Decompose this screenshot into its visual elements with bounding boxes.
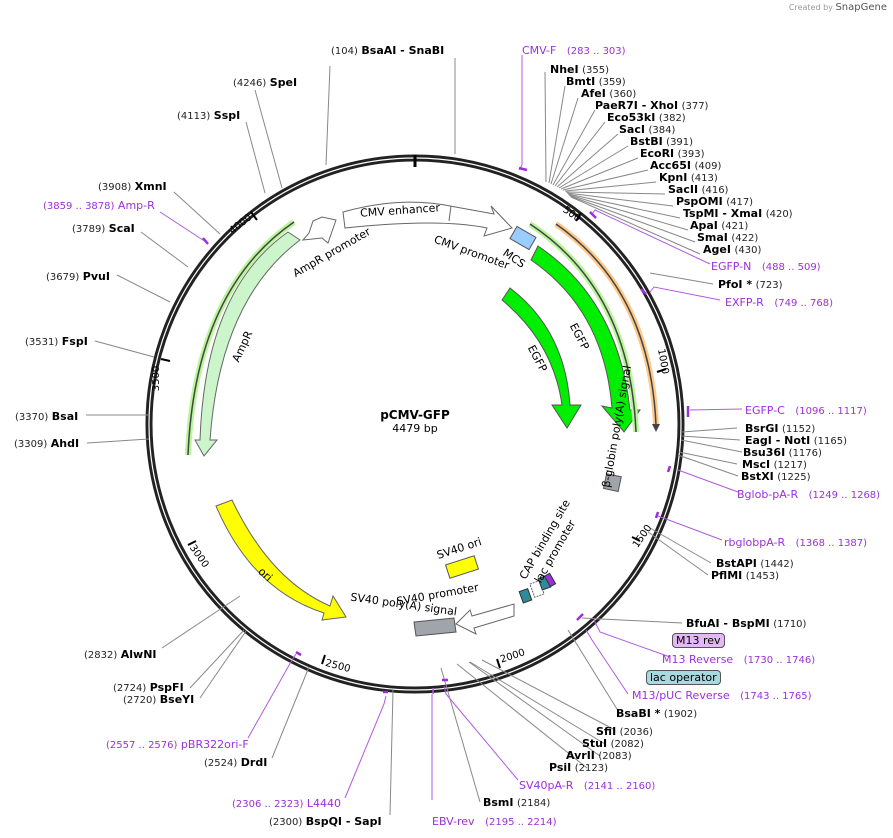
primer-cmv-f[interactable]: CMV-F (283 .. 303) xyxy=(522,44,626,57)
primer-pbr322ori-f[interactable]: (2557 .. 2576) pBR322ori-F xyxy=(106,738,249,751)
site-stui[interactable]: StuI (2082) xyxy=(582,737,644,750)
site-msci[interactable]: MscI (1217) xyxy=(742,458,807,471)
plasmid-name: pCMV-GFP xyxy=(380,408,450,422)
site-bsmi[interactable]: BsmI (2184) xyxy=(483,796,551,809)
ori-feature[interactable] xyxy=(215,499,347,621)
primer-rbglobpa-r[interactable]: rbglobpA-R (1368 .. 1387) xyxy=(724,536,868,549)
mcs-feature[interactable] xyxy=(509,225,537,251)
egfp-feature-outer[interactable] xyxy=(530,245,641,433)
primer-amp-r[interactable]: (3859 .. 3878) Amp-R xyxy=(43,199,155,212)
site-sfii[interactable]: SfiI (2036) xyxy=(596,725,653,738)
site-spei[interactable]: (4246) SpeI xyxy=(233,76,298,89)
primer-egfp-n[interactable]: EGFP-N (488 .. 509) xyxy=(711,260,821,273)
site-pflmi[interactable]: PflMI (1453) xyxy=(711,569,780,582)
site-pfoi[interactable]: PfoI * (723) xyxy=(718,278,783,291)
ampr-promoter-arrow[interactable] xyxy=(301,216,337,244)
site-avrii[interactable]: AvrII (2083) xyxy=(566,749,632,762)
snapgene-credit: Created by SnapGene xyxy=(789,2,887,13)
site-pvui[interactable]: (3679) PvuI xyxy=(46,270,110,283)
site-bstbi[interactable]: BstBI (391) xyxy=(630,135,694,148)
ticks xyxy=(160,211,667,669)
beta-globin-polya-feature[interactable] xyxy=(602,473,622,493)
primer-l4440[interactable]: (2306 .. 2323) L4440 xyxy=(232,797,342,810)
site-agei[interactable]: AgeI (430) xyxy=(703,243,762,256)
primer-egfp-c[interactable]: EGFP-C (1096 .. 1117) xyxy=(745,404,867,417)
site-acc65i[interactable]: Acc65I (409) xyxy=(650,159,722,172)
primer-ebv-rev[interactable]: EBV-rev (2195 .. 2214) xyxy=(432,815,557,828)
site-nhei[interactable]: NheI (355) xyxy=(550,63,609,76)
site-kpni[interactable]: KpnI (413) xyxy=(659,171,718,184)
site-alwni[interactable]: (2832) AlwNI xyxy=(84,648,157,661)
snapgene-logo: SnapGene xyxy=(835,2,887,13)
site-bsaai-snabi[interactable]: (104) BsaAI - SnaBI xyxy=(331,44,445,57)
site-psii[interactable]: PsiI (2123) xyxy=(549,761,609,774)
site-bstapi[interactable]: BstAPI (1442) xyxy=(716,557,794,570)
site-bsu36i[interactable]: Bsu36I (1176) xyxy=(743,446,822,459)
site-bmti[interactable]: BmtI (359) xyxy=(566,75,626,88)
cap-binding-site-feature[interactable] xyxy=(518,588,533,604)
site-drdi[interactable]: (2524) DrdI xyxy=(204,756,268,769)
sv40-promoter-arrow[interactable] xyxy=(455,603,515,635)
sv40-polya-feature[interactable] xyxy=(413,617,457,637)
primer-sv40pa-r[interactable]: SV40pA-R (2141 .. 2160) xyxy=(519,779,656,792)
sv40-ori-feature[interactable] xyxy=(444,555,480,579)
site-ecori[interactable]: EcoRI (393) xyxy=(640,147,705,160)
cmv-arrow[interactable] xyxy=(342,201,513,237)
plasmid-title: pCMV-GFP 4479 bp xyxy=(340,408,490,435)
tick-3500: 3500 xyxy=(151,365,163,392)
site-pspfi[interactable]: (2724) PspFI xyxy=(113,681,184,694)
site-scai[interactable]: (3789) ScaI xyxy=(72,222,135,235)
site-ahdi[interactable]: (3309) AhdI xyxy=(14,437,80,450)
site-xmni[interactable]: (3908) XmnI xyxy=(98,180,167,193)
site-eco53ki[interactable]: Eco53kI (382) xyxy=(607,111,686,124)
site-smai[interactable]: SmaI (422) xyxy=(697,231,759,244)
site-eagi-noti[interactable]: EagI - NotI (1165) xyxy=(745,434,848,447)
m13-rev-tag[interactable]: M13 rev xyxy=(672,633,725,648)
site-bspqi-sapi[interactable]: (2300) BspQI - SapI xyxy=(269,815,382,828)
site-bsai[interactable]: (3370) BsaI xyxy=(15,410,79,423)
site-bsrgi[interactable]: BsrGI (1152) xyxy=(745,422,816,435)
site-afei[interactable]: AfeI (360) xyxy=(581,87,637,100)
site-sspi[interactable]: (4113) SspI xyxy=(177,109,241,122)
site-tspmi-xmai[interactable]: TspMI - XmaI (420) xyxy=(683,207,793,220)
site-fspi[interactable]: (3531) FspI xyxy=(25,335,88,348)
site-sacii[interactable]: SacII (416) xyxy=(668,183,729,196)
site-bseyi[interactable]: (2720) BseYI xyxy=(123,693,195,706)
site-paer7i-xhoi[interactable]: PaeR7I - XhoI (377) xyxy=(595,99,709,112)
site-bfuai-bspmi[interactable]: BfuAI - BspMI (1710) xyxy=(686,617,807,630)
primer-exfp-r[interactable]: EXFP-R (749 .. 768) xyxy=(725,296,834,309)
site-saci[interactable]: SacI (384) xyxy=(619,123,676,136)
site-pspomi[interactable]: PspOMI (417) xyxy=(676,195,754,208)
primer-m13-puc-reverse[interactable]: M13/pUC Reverse (1743 .. 1765) xyxy=(632,689,812,702)
primer-bglob-pa-r[interactable]: Bglob-pA-R (1249 .. 1268) xyxy=(737,488,881,501)
plasmid-length: 4479 bp xyxy=(392,422,438,435)
site-bsabi[interactable]: BsaBI * (1902) xyxy=(616,707,698,720)
site-apai[interactable]: ApaI (421) xyxy=(690,219,749,232)
ampr-feature[interactable] xyxy=(194,231,301,457)
egfp-feature-inner[interactable] xyxy=(501,287,582,429)
lac-operator-tag[interactable]: lac operator xyxy=(646,670,721,685)
credit-text: Created by xyxy=(788,3,833,12)
primer-m13-reverse[interactable]: M13 Reverse (1730 .. 1746) xyxy=(662,653,816,666)
site-bstxi[interactable]: BstXI (1225) xyxy=(741,470,811,483)
